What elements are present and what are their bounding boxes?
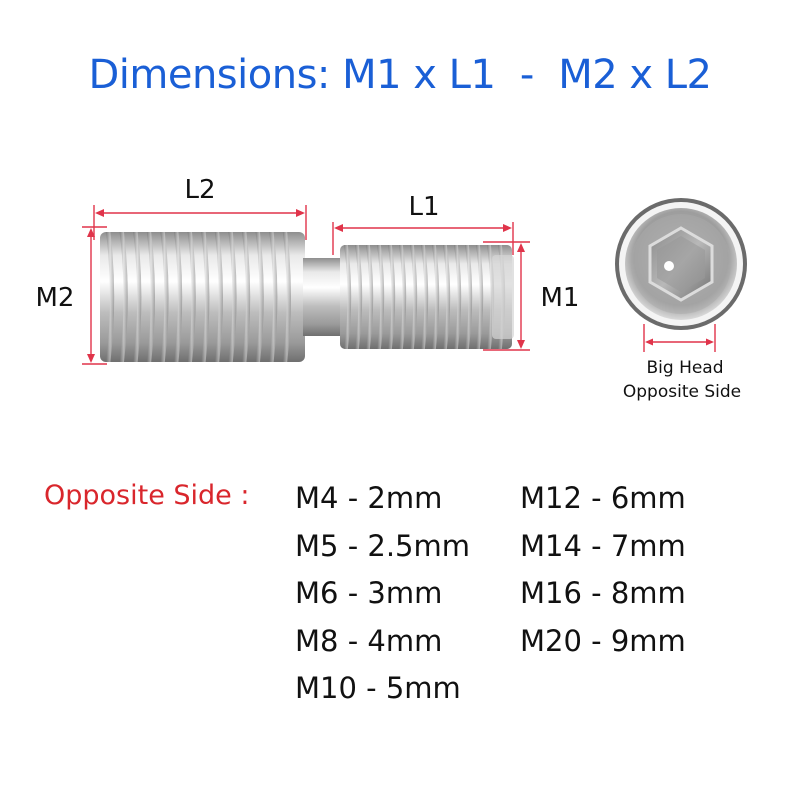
m1-label: M1 — [541, 283, 580, 313]
opposite-side-entry: M16 - 8mm — [520, 576, 686, 610]
screw-diagram: L2 L1 M2 M1 Big Head Opposite Side — [36, 175, 747, 402]
opposite-side-entry: M8 - 4mm — [295, 623, 443, 658]
opposite-side-entry: M4 - 2mm — [295, 481, 443, 515]
page-title: Dimensions: M1 x L1 - M2 x L2 — [88, 52, 712, 98]
head-label-line2: Opposite Side — [623, 382, 741, 402]
center-hole — [664, 261, 674, 271]
opposite-side-label: Opposite Side : — [44, 480, 250, 511]
l2-label: L2 — [184, 175, 215, 205]
small-thread-section — [340, 245, 514, 349]
head-label-line1: Big Head — [646, 358, 723, 378]
head-end-view — [615, 198, 747, 330]
opposite-side-entry: M14 - 7mm — [520, 528, 686, 563]
m2-label: M2 — [36, 283, 75, 313]
big-thread-ridges — [106, 232, 291, 362]
small-thread-ridges — [344, 245, 506, 349]
dimension-lines — [82, 205, 716, 365]
screw-neck — [303, 258, 343, 336]
big-thread-section — [100, 232, 305, 362]
opposite-side-entry: M10 - 5mm — [295, 671, 461, 705]
opposite-side-entry: M20 - 9mm — [520, 623, 686, 658]
opposite-side-entry: M5 - 2.5mm — [295, 528, 470, 563]
opposite-side-entry: M12 - 6mm — [520, 481, 686, 515]
opposite-side-entry: M6 - 3mm — [295, 576, 443, 610]
l1-label: L1 — [408, 192, 439, 222]
